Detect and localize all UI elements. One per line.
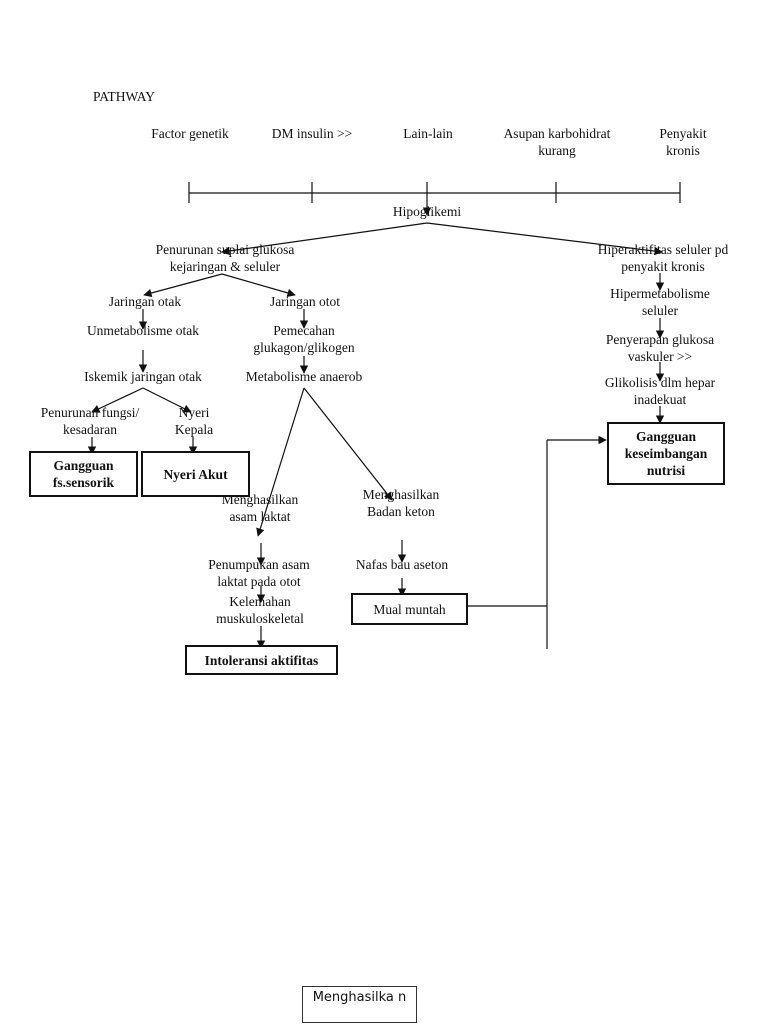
node-penyerapan: Penyerapan glukosa vaskuler >> — [605, 332, 715, 364]
diagnosis-gangguan-sensorik: Gangguan fs.sensorik — [29, 451, 138, 497]
page-title: PATHWAY — [93, 89, 156, 104]
node-jaringan-otot: Jaringan otot — [269, 294, 341, 309]
node-iskemik: Iskemik jaringan otak — [84, 369, 202, 384]
arrow-to-jaringan-otak — [143, 273, 223, 298]
cause-dm-insulin: DM insulin >> — [271, 126, 353, 141]
node-glikolisis: Glikolisis dlm hepar inadekuat — [604, 375, 716, 407]
node-hipoglikemi: Hipoglikemi — [392, 204, 462, 219]
diagnosis-intoleransi-aktifitas: Intoleransi aktifitas — [185, 645, 338, 675]
arrow-to-nyeri-kepala — [142, 387, 192, 413]
arrow-to-badan-keton — [303, 387, 393, 501]
node-penurunan-fungsi: Penurunan fungsi/ kesadaran — [40, 405, 140, 437]
node-pemecahan: Pemecahan glukagon/glikogen — [253, 323, 355, 355]
node-nafas-aseton: Nafas bau aseton — [355, 557, 449, 572]
cause-factor-genetik: Factor genetik — [151, 126, 229, 141]
arrow-to-jaringan-otot — [221, 273, 296, 297]
node-asam-laktat: Menghasilkan asam laktat — [221, 492, 299, 524]
node-hipermetabolisme: Hipermetabolisme seluler — [610, 286, 710, 318]
cause-lain-lain: Lain-lain — [403, 126, 453, 141]
diagnosis-nyeri-akut: Nyeri Akut — [141, 451, 250, 497]
node-jaringan-otak: Jaringan otak — [108, 294, 182, 309]
node-unmetabolisme: Unmetabolisme otak — [86, 323, 200, 338]
arrow-to-penurunan-suplai — [221, 222, 428, 256]
node-badan-keton: Menghasilkan Badan keton — [362, 487, 440, 519]
arrow-to-penurunan-fungsi — [91, 387, 144, 413]
cause-penyakit-kronis: Penyakit kronis — [659, 126, 707, 158]
diagnosis-gangguan-nutrisi: Gangguan keseimbangan nutrisi — [607, 422, 725, 485]
node-penurunan-suplai: Penurunan suplai glukosa kejaringan & se… — [155, 242, 295, 274]
node-nyeri-kepala: Nyeri Kepala — [174, 405, 214, 437]
cause-asupan-karbohidrat: Asupan karbohidrat kurang — [503, 126, 611, 158]
node-metabolisme-anaerob: Metabolisme anaerob — [245, 369, 363, 384]
arrow-to-hiperaktifitas — [426, 222, 663, 256]
node-kelemahan: Kelemahan muskuloskeletal — [216, 594, 304, 626]
arrow-to-asam-laktat — [256, 387, 305, 537]
node-hiperaktifitas: Hiperaktifitas seluler pd penyakit kroni… — [597, 242, 729, 274]
diagnosis-mual-muntah: Mual muntah — [351, 593, 468, 625]
node-penumpukan: Penumpukan asam laktat pada otot — [208, 557, 310, 589]
footer-box: Menghasilka n — [302, 986, 417, 1023]
